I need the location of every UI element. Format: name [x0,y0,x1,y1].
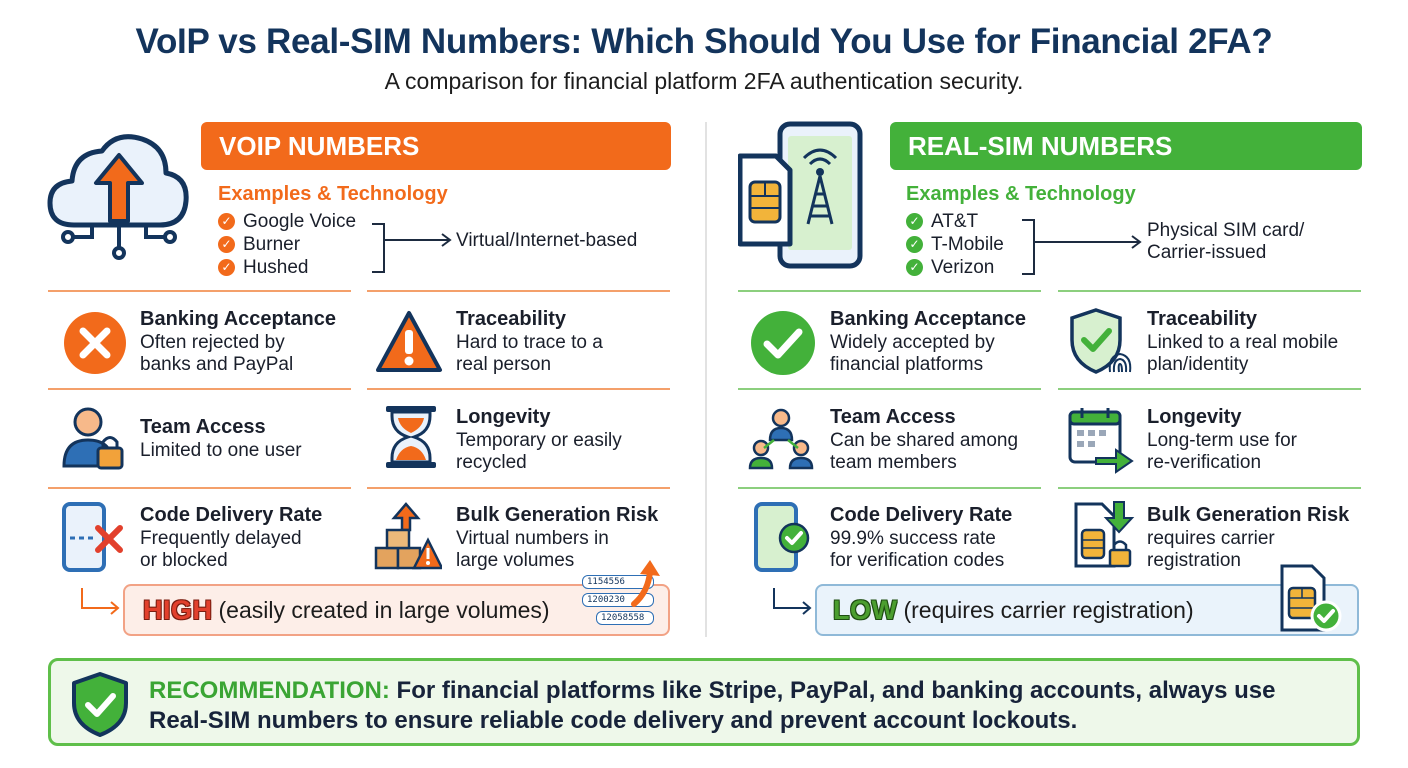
sim-delivery-desc: 99.9% success rate for verification code… [830,528,1005,571]
divider [1058,290,1361,292]
divider [48,388,351,390]
sim-delivery-title: Code Delivery Rate [830,504,1013,526]
x-circle-icon [64,312,126,374]
sim-team-title: Team Access [830,406,956,428]
voip-team-desc: Limited to one user [140,440,302,461]
recommendation-label: RECOMMENDATION: [149,677,390,704]
list-item: ✓Google Voice [218,210,356,233]
voip-risk-level: HIGH [143,594,213,625]
sim-longevity-desc: Long-term use for re-verification [1147,430,1297,473]
list-item: ✓AT&T [906,210,1004,233]
rising-arrow-icon [631,560,660,607]
voip-team-title: Team Access [140,416,266,438]
list-item: ✓Hushed [218,256,356,279]
bracket-arrow-icon [1022,219,1142,275]
divider [367,487,670,489]
voip-risk-box: HIGH (easily created in large volumes) [123,584,670,636]
divider [367,388,670,390]
voip-examples-list: ✓Google Voice ✓Burner ✓Hushed [218,210,356,279]
phone-sim-tower-icon [738,121,863,269]
sim-risk-box: LOW (requires carrier registration) [815,584,1359,636]
calendar-arrow-icon [1068,408,1134,474]
number-tag: 1154556 [582,575,654,589]
list-item: ✓T-Mobile [906,233,1004,256]
list-item: ✓Verizon [906,256,1004,279]
sim-risk-level: LOW [833,594,898,625]
check-icon: ✓ [218,236,235,253]
sim-trace-title: Traceability [1147,308,1258,330]
voip-trace-title: Traceability [456,308,567,330]
voip-delivery-desc: Frequently delayed or blocked [140,528,302,571]
warning-icon [376,311,442,372]
voip-trace-desc: Hard to trace to a real person [456,332,603,375]
check-icon: ✓ [218,259,235,276]
voip-examples-title: Examples & Technology [218,183,448,205]
voip-risk-text: (easily created in large volumes) [218,596,550,623]
divider [738,487,1041,489]
sim-team-desc: Can be shared among team members [830,430,1019,473]
divider [48,290,351,292]
sim-longevity-title: Longevity [1147,406,1242,428]
voip-header: VOIP NUMBERS [201,122,671,170]
sim-banking-desc: Widely accepted by financial platforms [830,332,995,375]
phone-check-icon [754,502,810,572]
recommendation-box: RECOMMENDATION: For financial platforms … [48,658,1360,746]
voip-longevity-desc: Temporary or easily recycled [456,430,622,473]
recommendation-body: For financial platforms like Stripe, Pay… [149,677,1276,734]
voip-longevity-title: Longevity [456,406,551,428]
hourglass-icon [386,406,436,468]
team-icon [748,408,814,470]
risk-arrow-icon [81,588,120,615]
voip-bulk-desc: Virtual numbers in large volumes [456,528,609,571]
voip-banking-title: Banking Acceptance [140,308,336,330]
voip-bulk-title: Bulk Generation Risk [456,504,659,526]
number-tags: 1154556 1200230 12058558 [582,575,654,625]
number-tag: 12058558 [596,611,654,625]
column-divider [705,122,707,637]
voip-banking-desc: Often rejected by banks and PayPal [140,332,294,375]
divider [367,290,670,292]
list-item: ✓Burner [218,233,356,256]
sim-arrow-icon [1074,501,1135,568]
cloud-upload-icon [47,134,189,260]
check-circle-icon [751,311,815,375]
sim-bulk-desc: requires carrier registration [1147,528,1275,571]
sim-card-check-icon [1280,564,1342,632]
sim-risk-text: (requires carrier registration) [903,596,1194,623]
check-icon: ✓ [906,259,923,276]
check-icon: ✓ [906,236,923,253]
bracket-arrow-icon [372,223,452,273]
page-title: VoIP vs Real-SIM Numbers: Which Should Y… [135,22,1273,61]
sim-examples-result: Physical SIM card/ Carrier-issued [1147,220,1305,263]
voip-examples-result: Virtual/Internet-based [456,230,638,251]
divider [1058,487,1361,489]
boxes-warning-icon [374,502,442,570]
locked-user-icon [62,407,124,470]
shield-check-icon [72,672,128,737]
voip-delivery-title: Code Delivery Rate [140,504,323,526]
divider [1058,388,1361,390]
divider [738,388,1041,390]
sim-examples-title: Examples & Technology [906,183,1136,205]
divider [738,290,1041,292]
risk-arrow-icon [773,588,812,615]
check-icon: ✓ [906,213,923,230]
check-icon: ✓ [218,213,235,230]
page-subtitle: A comparison for financial platform 2FA … [384,68,1024,94]
sim-bulk-title: Bulk Generation Risk [1147,504,1350,526]
recommendation-text: RECOMMENDATION: For financial platforms … [149,676,1329,736]
sim-examples-list: ✓AT&T ✓T-Mobile ✓Verizon [906,210,1004,279]
sim-trace-desc: Linked to a real mobile plan/identity [1147,332,1339,375]
shield-fingerprint-icon [1070,308,1132,374]
divider [48,487,351,489]
sim-banking-title: Banking Acceptance [830,308,1026,330]
sim-header: REAL-SIM NUMBERS [890,122,1362,170]
phone-blocked-icon [62,502,123,572]
